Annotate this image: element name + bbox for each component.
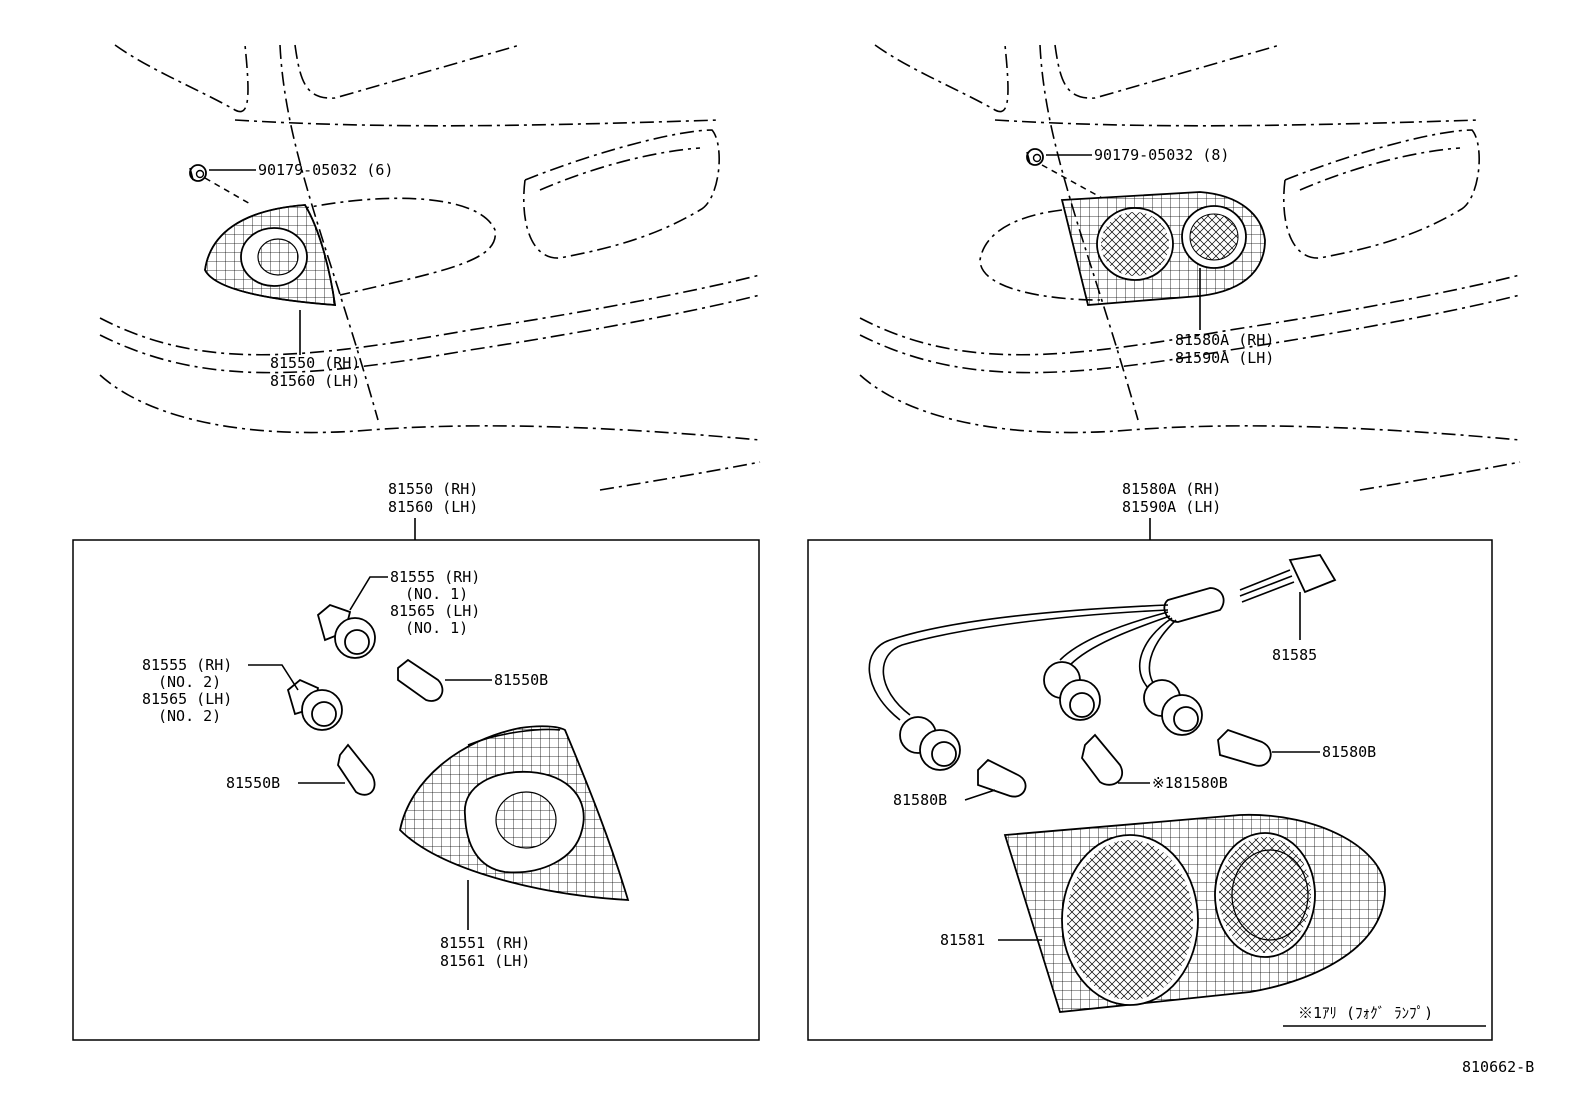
corner-lamp-assembly-installed bbox=[204, 204, 337, 306]
tail-lamp-assembly-installed bbox=[1060, 191, 1266, 306]
bulb-right-3-label: 81580B bbox=[1322, 743, 1376, 761]
bulb-right-2-label: ※181580B bbox=[1152, 774, 1228, 792]
socket-no2-lh-no: (NO. 2) bbox=[158, 707, 221, 725]
tail-lamp-lens-icon bbox=[1003, 814, 1386, 1013]
box-left-title-rh: 81550 (RH) bbox=[388, 480, 478, 498]
leader-bulb-right-1 bbox=[964, 789, 996, 801]
bulb-lower-left-icon bbox=[337, 743, 376, 796]
bulb-right-1-icon bbox=[977, 758, 1027, 798]
lamp-right-lh-label: 81590A (LH) bbox=[1175, 349, 1274, 367]
socket-no2-rh-no: (NO. 2) bbox=[158, 673, 221, 691]
vehicle-outline-left bbox=[99, 44, 761, 491]
bulb-right-2-icon bbox=[1081, 733, 1123, 786]
clip-icon-right bbox=[1026, 148, 1044, 166]
bulb-upper-left-label: 81550B bbox=[494, 671, 548, 689]
socket-no2-rh-label: 81555 (RH) bbox=[142, 656, 232, 674]
corner-lamp-lens-icon bbox=[399, 725, 630, 901]
clip-icon-left bbox=[189, 164, 207, 182]
socket-no2-lh-label: 81565 (LH) bbox=[142, 690, 232, 708]
exploded-view-box-right bbox=[807, 539, 1493, 1041]
socket-no2-icon bbox=[286, 678, 343, 731]
socket-no1-rh-no: (NO. 1) bbox=[405, 585, 468, 603]
box-right-title-rh: 81580A (RH) bbox=[1122, 480, 1221, 498]
leader-socket-no2 bbox=[248, 664, 299, 691]
clip-left-label: 90179-05032 (6) bbox=[258, 161, 393, 179]
bulb-upper-left-icon bbox=[397, 658, 444, 702]
socket-no1-rh-label: 81555 (RH) bbox=[390, 568, 480, 586]
box-right-title-lh: 81590A (LH) bbox=[1122, 498, 1221, 516]
lens-right-label: 81581 bbox=[940, 931, 985, 949]
lamp-left-rh-label: 81550 (RH) bbox=[270, 354, 360, 372]
socket-no1-icon bbox=[316, 603, 376, 659]
socket-no1-lh-no: (NO. 1) bbox=[405, 619, 468, 637]
leader-socket-no1 bbox=[349, 576, 388, 611]
clip-right-label: 90179-05032 (8) bbox=[1094, 146, 1229, 164]
exploded-view-box-left bbox=[72, 539, 760, 1041]
bulb-right-3-icon bbox=[1217, 728, 1272, 767]
bulb-lower-left-label: 81550B bbox=[226, 774, 280, 792]
lens-left-rh-label: 81551 (RH) bbox=[440, 934, 530, 952]
box-left-title-lh: 81560 (LH) bbox=[388, 498, 478, 516]
wire-harness-label: 81585 bbox=[1272, 646, 1317, 664]
lamp-right-rh-label: 81580A (RH) bbox=[1175, 331, 1274, 349]
lamp-left-lh-label: 81560 (LH) bbox=[270, 372, 360, 390]
wire-harness-icon bbox=[868, 554, 1337, 771]
bulb-right-1-label: 81580B bbox=[893, 791, 947, 809]
socket-no1-lh-label: 81565 (LH) bbox=[390, 602, 480, 620]
footnote-text: ※1ｱﾘ (ﾌｫｸﾞ ﾗﾝﾌﾟ) bbox=[1298, 1004, 1433, 1022]
lens-left-lh-label: 81561 (LH) bbox=[440, 952, 530, 970]
clip-guide-right bbox=[1041, 164, 1103, 199]
drawing-number: 810662-B bbox=[1462, 1058, 1534, 1076]
clip-guide-left bbox=[204, 177, 253, 206]
